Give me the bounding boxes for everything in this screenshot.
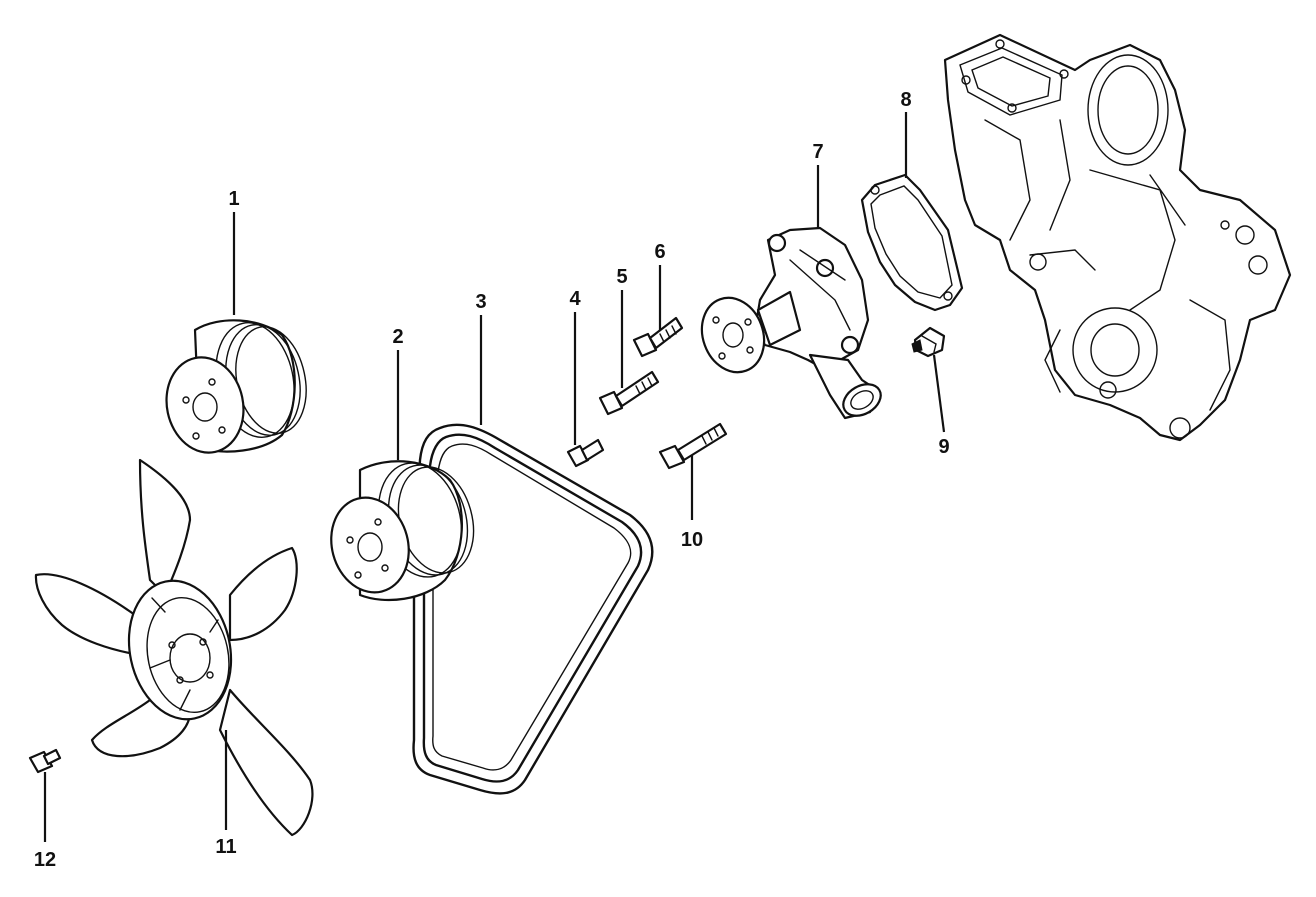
callout-4: 4 <box>569 288 581 310</box>
pulley-2 <box>330 460 475 602</box>
callout-12: 12 <box>34 849 56 871</box>
callout-9: 9 <box>938 436 949 458</box>
water-pump-7 <box>700 226 882 420</box>
callout-2: 2 <box>392 326 403 348</box>
callout-3: 3 <box>475 291 486 313</box>
timing-gear-case <box>943 33 1292 442</box>
callout-7: 7 <box>812 141 823 163</box>
cooling-fan-11 <box>34 458 314 837</box>
bolt-6 <box>632 316 684 358</box>
callout-10: 10 <box>681 529 703 551</box>
leader-lines <box>43 112 946 842</box>
callout-1: 1 <box>228 188 239 210</box>
bolt-4 <box>566 438 605 468</box>
bolt-12 <box>28 748 62 774</box>
callout-8: 8 <box>900 89 911 111</box>
callout-6: 6 <box>654 241 665 263</box>
callout-5: 5 <box>616 266 627 288</box>
pulley-1 <box>165 319 307 454</box>
callout-11: 11 <box>215 836 236 858</box>
sender-9 <box>911 326 946 358</box>
bolt-10 <box>658 422 728 470</box>
bolt-5 <box>598 370 660 416</box>
gasket-8 <box>860 173 964 312</box>
